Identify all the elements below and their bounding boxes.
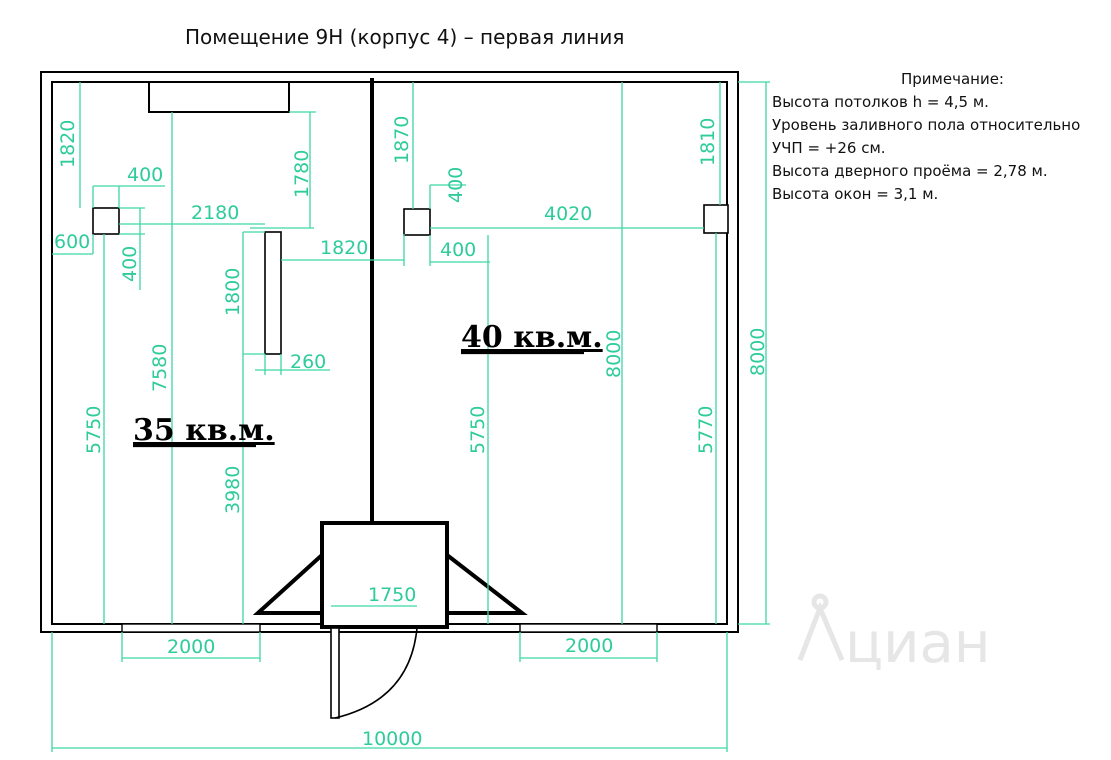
dim-label: 3980 [222,466,244,514]
dim-label: 400 [127,164,163,186]
dim-label: 1750 [368,584,416,606]
dim-label: 1820 [57,120,79,168]
dim-label: 400 [445,167,467,203]
left-room-area: 35 кв.м. [133,413,275,448]
dim-label: 7580 [149,344,171,392]
dim-label: 10000 [362,728,422,750]
door-swing [330,627,418,719]
dim-label: 1820 [320,237,368,259]
dim-label: 4020 [544,203,592,225]
column-left [92,207,120,235]
dimension-labels: 1820 400 1780 2180 600 400 1820 1800 260… [54,116,769,750]
dim-label: 5750 [467,406,489,454]
note-line: УЧП = +26 см. [772,139,886,157]
bottom-windows [121,623,658,633]
inner-pillar [264,231,282,355]
note-line: Уровень заливного пола относительно [772,116,1080,134]
dim-label: 2000 [565,635,613,657]
dim-label: 8000 [747,328,769,376]
dim-label: 2180 [191,202,239,224]
plan-title: Помещение 9Н (корпус 4) – первая линия [185,25,624,49]
note-line: Высота окон = 3,1 м. [772,185,938,203]
dim-label: 600 [54,231,90,253]
notes-header: Примечание: [901,70,1004,88]
dim-label: 1870 [391,116,413,164]
dim-label: 260 [290,351,326,373]
note-line: Высота дверного проёма = 2,78 м. [772,162,1048,180]
column-mid [403,208,431,236]
watermark: циан [845,611,990,676]
dim-label: 400 [440,239,476,261]
dim-label: 5750 [83,406,105,454]
dimension-lines [51,81,770,752]
dim-label: 1780 [291,150,313,198]
dim-label: 8000 [603,330,625,378]
note-line: Высота потолков h = 4,5 м. [772,93,989,111]
watermark-logo-icon [797,593,845,661]
column-right [703,204,729,234]
right-room-area: 40 кв.м. [461,320,603,355]
dim-label: 5770 [695,406,717,454]
dim-label: 400 [119,246,141,282]
entrance-vestibule [252,521,528,629]
dim-label: 1810 [697,118,719,166]
dim-label: 2000 [167,636,215,658]
dim-label: 1800 [222,268,244,316]
top-window [148,81,290,113]
